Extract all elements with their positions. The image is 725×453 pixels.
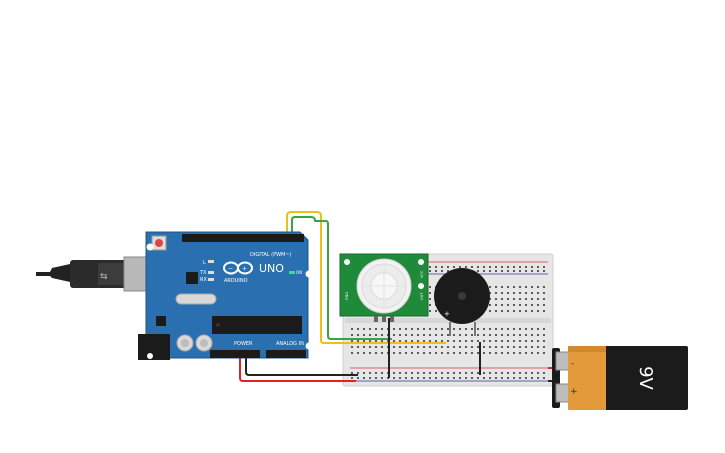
led-tx-label: TX bbox=[199, 270, 207, 276]
dc-power-jack bbox=[138, 334, 170, 360]
battery-plus-label: + bbox=[570, 387, 578, 397]
red-wire bbox=[239, 358, 356, 382]
buzzer-plus-label: + bbox=[444, 310, 450, 318]
usb-chip bbox=[186, 272, 198, 284]
pir-pins bbox=[374, 316, 394, 322]
green-wire bbox=[291, 216, 392, 340]
analog-header bbox=[266, 350, 306, 358]
led-l-label: L bbox=[203, 260, 206, 266]
pir-pin-vcc: VCC bbox=[420, 270, 424, 278]
power-label: POWER bbox=[234, 341, 253, 347]
svg-text:+: + bbox=[242, 266, 247, 273]
pir-pin-gnd: GND bbox=[345, 292, 349, 300]
reset-button[interactable] bbox=[151, 235, 167, 251]
wires bbox=[239, 211, 560, 382]
pir-dome bbox=[356, 258, 412, 314]
svg-text:⇆: ⇆ bbox=[100, 272, 108, 282]
voltage-regulator bbox=[156, 316, 166, 326]
digital-label: DIGITAL (PWM~) bbox=[250, 252, 292, 258]
led-tx bbox=[208, 271, 214, 274]
led-on bbox=[289, 271, 295, 274]
battery-label: 9V bbox=[635, 366, 656, 390]
arduino-logo: − + bbox=[223, 261, 253, 275]
power-header bbox=[210, 350, 260, 358]
usb-cable: ⇆ bbox=[36, 260, 128, 288]
led-rx-label: RX bbox=[200, 277, 207, 283]
led-on-label: ON bbox=[296, 270, 302, 275]
battery-9v[interactable]: - + 9V bbox=[552, 346, 688, 410]
pir-motion-sensor[interactable]: GND OUT VCC bbox=[339, 253, 429, 322]
pir-pin-out: OUT bbox=[420, 292, 424, 300]
yellow-wire bbox=[286, 211, 446, 344]
model-text: UNO bbox=[259, 262, 284, 275]
battery-minus-label: - bbox=[571, 359, 574, 369]
crystal bbox=[175, 293, 217, 305]
led-rx bbox=[208, 278, 214, 281]
led-l bbox=[208, 260, 214, 263]
brand-text: ARDUINO bbox=[224, 278, 248, 284]
piezo-buzzer[interactable]: + bbox=[434, 268, 490, 336]
svg-text:−: − bbox=[228, 266, 233, 273]
digital-header bbox=[182, 234, 304, 242]
atmega-chip bbox=[212, 316, 302, 334]
arduino-uno-board[interactable]: ⇆ DIGITAL (PWM~) POWER ANALOG IN − + ARD… bbox=[36, 231, 313, 360]
black-wire bbox=[245, 358, 358, 376]
analog-label: ANALOG IN bbox=[276, 341, 304, 347]
